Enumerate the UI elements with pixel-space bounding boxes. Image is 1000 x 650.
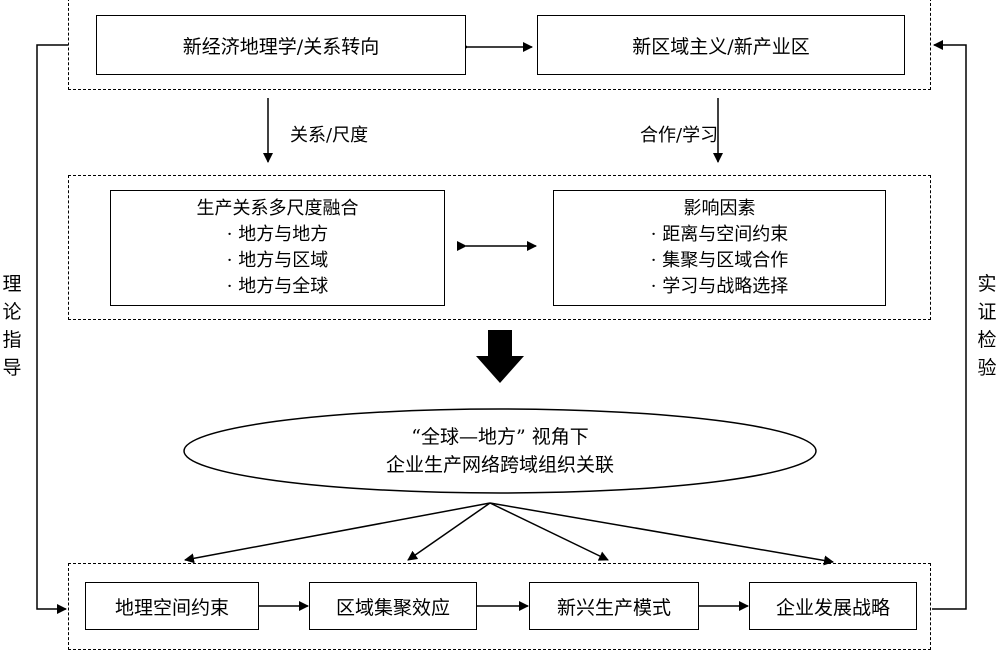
emerging-production-label: 新兴生产模式 bbox=[556, 596, 671, 619]
global-local-ellipse: “全球—地方” 视角下 企业生产网络跨域组织关联 bbox=[185, 410, 815, 492]
empirical-test-char: 检 bbox=[977, 329, 997, 351]
agglomeration-effect-box: 区域集聚效应 bbox=[309, 582, 477, 630]
middle-dashed-group bbox=[68, 175, 931, 320]
emerging-production-box: 新兴生产模式 bbox=[529, 582, 699, 630]
right-feedback-line bbox=[932, 40, 967, 610]
theory-guidance-char: 理 bbox=[2, 273, 22, 295]
new-economic-geography-label: 新经济地理学/关系转向 bbox=[182, 35, 380, 58]
theory-guidance-char: 论 bbox=[2, 301, 22, 323]
geographic-constraint-label: 地理空间约束 bbox=[114, 596, 229, 619]
multi-scale-integration-title: 生产关系多尺度融合 bbox=[196, 198, 359, 219]
new-regionalism-label: 新区域主义/新产业区 bbox=[632, 35, 810, 58]
geographic-constraint-box: 地理空间约束 bbox=[85, 582, 259, 630]
fan-arrow-2 bbox=[407, 502, 491, 561]
agglomeration-effect-label: 区域集聚效应 bbox=[335, 596, 450, 619]
empirical-test-label: 实 证 检 验 bbox=[975, 270, 999, 382]
influencing-factors-title: 影响因素 bbox=[683, 198, 756, 219]
influencing-factor-item: · 学习与战略选择 bbox=[650, 276, 789, 297]
enterprise-strategy-box: 企业发展战略 bbox=[749, 582, 917, 630]
enterprise-strategy-label: 企业发展战略 bbox=[775, 596, 890, 619]
left-feedback-line bbox=[36, 44, 68, 614]
new-economic-geography-box: 新经济地理学/关系转向 bbox=[96, 15, 466, 75]
empirical-test-char: 验 bbox=[977, 357, 997, 379]
fan-arrow-1 bbox=[184, 502, 491, 564]
influencing-factor-item: · 距离与空间约束 bbox=[650, 224, 789, 245]
influencing-factors-box: 影响因素 · 距离与空间约束 · 集聚与区域合作 · 学习与战略选择 bbox=[553, 190, 886, 306]
multi-scale-integration-box: 生产关系多尺度融合 · 地方与地方 · 地方与区域 · 地方与全球 bbox=[110, 190, 445, 306]
fan-arrow-4 bbox=[489, 502, 834, 566]
theory-guidance-char: 指 bbox=[2, 329, 22, 351]
relation-scale-label: 关系/尺度 bbox=[290, 125, 369, 146]
theory-guidance-char: 导 bbox=[2, 357, 22, 379]
multi-scale-item: · 地方与地方 bbox=[226, 224, 329, 245]
fan-arrow-3 bbox=[489, 502, 609, 561]
ellipse-line-2: 企业生产网络跨域组织关联 bbox=[385, 454, 614, 476]
block-down-arrow bbox=[476, 330, 524, 383]
cooperation-learning-label: 合作/学习 bbox=[640, 125, 719, 146]
theory-guidance-label: 理 论 指 导 bbox=[0, 270, 24, 382]
influencing-factor-item: · 集聚与区域合作 bbox=[650, 250, 789, 271]
empirical-test-char: 实 bbox=[977, 273, 997, 295]
new-regionalism-box: 新区域主义/新产业区 bbox=[537, 15, 905, 75]
multi-scale-item: · 地方与全球 bbox=[226, 276, 329, 297]
top-dashed-group bbox=[68, 0, 931, 90]
ellipse-outline bbox=[183, 408, 817, 494]
empirical-test-char: 证 bbox=[977, 301, 997, 323]
ellipse-line-1: “全球—地方” 视角下 bbox=[411, 426, 589, 448]
multi-scale-item: · 地方与区域 bbox=[226, 250, 329, 271]
